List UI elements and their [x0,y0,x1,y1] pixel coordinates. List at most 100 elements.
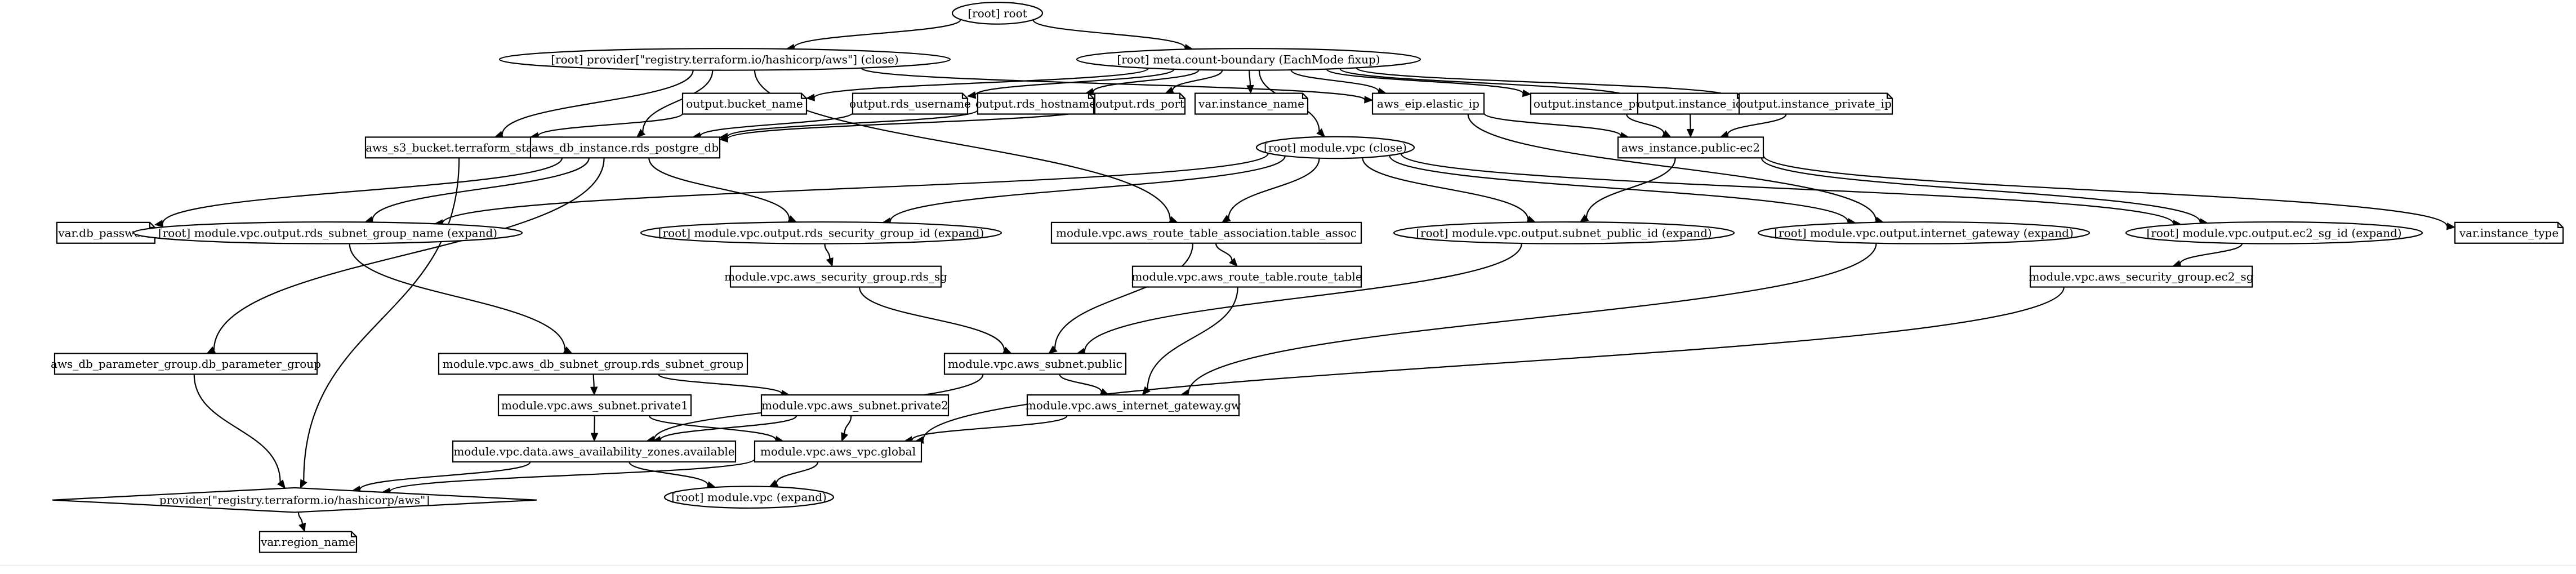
node-label-var-region: var.region_name [260,535,355,549]
edge-meta-to-out-rds-port [1172,70,1223,91]
node-label-subnet-public-id: [root] module.vpc.output.subnet_public_i… [1416,226,1712,239]
edge-db-subnet-group-to-private2 [658,373,783,394]
node-meta: [root] meta.count-boundary (EachMode fix… [1076,48,1421,71]
edge-rt-assoc-to-route-table [1215,243,1233,261]
node-shape-azs [452,440,737,463]
node-shape-vpc-global [754,440,922,463]
edge-s3-to-provider [303,158,460,481]
node-label-azs: module.vpc.data.aws_availability_zones.a… [453,445,734,459]
node-var-instance-type: var.instance_type [2454,221,2564,244]
node-ec2-sg: module.vpc.aws_security_group.ec2_sg [2029,265,2254,288]
node-subnet-public-id: [root] module.vpc.output.subnet_public_i… [1393,221,1735,244]
node-shape-root [951,2,1044,25]
node-label-igw: module.vpc.aws_internet_gateway.gw [1026,399,1241,412]
node-label-subnet-group-name: [root] module.vpc.output.rds_subnet_grou… [158,226,497,239]
arrowhead-db-subnet-group-to-private1 [590,386,598,396]
node-shape-vpc-expand [663,486,835,509]
node-label-out-private-ip: output.instance_private_ip [1740,97,1892,110]
edge-rds-to-var-db-password [162,158,563,224]
arrowhead-provider-close-to-eip [1364,96,1374,104]
node-shape-provider-close [498,48,951,71]
node-label-igw-out: [root] module.vpc.output.internet_gatewa… [1774,226,2074,239]
node-label-ec2-sg-id: [root] module.vpc.output.ec2_sg_id (expa… [2146,226,2401,239]
node-subnet-public: module.vpc.aws_subnet.public [943,353,1127,375]
node-vpc-close: [root] module.vpc (close) [1255,136,1415,159]
arrowhead-provider-to-var-region [298,522,306,532]
edge-vpc-close-to-rds-sg-id [889,155,1286,222]
edge-meta-to-var-instance-name [1249,70,1251,86]
edge-out-bucket-to-s3 [537,113,684,136]
node-label-rt-assoc: module.vpc.aws_route_table_association.t… [1056,226,1357,239]
edge-subnet-public-to-igw [1059,373,1102,393]
node-shape-rds [529,136,721,159]
node-eip: aws_eip.elastic_ip [1371,92,1485,115]
node-label-out-rds-port: output.rds_port [1095,97,1184,110]
edge-vpc-global-to-vpc-expand [776,461,819,483]
node-azs: module.vpc.data.aws_availability_zones.a… [452,440,737,463]
node-rds-sg-id: [root] module.vpc.output.rds_security_gr… [640,221,1002,244]
edge-ec2-sg-to-vpc-global [922,287,2065,440]
node-shape-ec2-sg [2029,265,2253,288]
node-label-out-rds-host: output.rds_hostname [975,97,1097,110]
edge-param-group-to-provider [193,374,281,482]
node-shape-out-rds-port [1094,92,1186,115]
arrowhead-vpc-close-to-rt-assoc [1221,215,1231,223]
edge-ec2-sg-id-to-ec2-sg [2180,243,2243,264]
node-shape-ec2-sg-id [2125,221,2423,244]
edge-vpc-global-to-provider [389,458,756,492]
edge-meta-to-out-instance-id [1339,68,1631,99]
node-label-provider-close: [root] provider["registry.terraform.io/h… [551,52,899,66]
edge-provider-close-to-eip [861,67,1366,100]
node-label-route-table: module.vpc.aws_route_table.route_table [1131,270,1362,283]
node-shape-rds-sg-id [640,221,1002,244]
arrowhead-rt-assoc-to-route-table [1229,257,1238,267]
node-param-group: aws_db_parameter_group.db_parameter_grou… [51,353,321,375]
node-shape-meta [1076,48,1421,71]
node-label-provider: provider["registry.terraform.io/hashicor… [159,493,430,507]
edge-azs-to-vpc-expand [629,461,708,486]
node-shape-igw [1026,394,1240,417]
edge-meta-to-out-rds-user [974,68,1175,96]
node-private1: module.vpc.aws_subnet.private1 [497,394,692,417]
arrowhead-private1-to-azs [590,433,599,442]
arrowhead-out-instance-id-to-ec2 [1686,128,1695,138]
node-shape-rds-sg [729,265,942,288]
edge-private2-to-vpc-global [844,415,852,434]
edge-azs-to-provider [359,461,531,490]
edge-out-public-ip-to-ec2 [1626,114,1665,134]
arrowhead-ec2-to-var-instance-type [2446,223,2456,230]
node-shape-igw-out [1757,221,2091,244]
edge-vpc-close-to-rt-assoc [1228,158,1320,219]
node-shape-vpc-close [1255,136,1415,159]
arrowhead-rt-assoc-to-subnet-public [1048,345,1058,354]
edge-rds-to-rds-sg-id [648,158,790,219]
node-label-rds: aws_db_instance.rds_postgre_db [532,141,719,154]
edge-meta-to-out-private-ip [1356,67,1732,98]
edge-rds-sg-to-subnet-public [859,287,1005,350]
edge-ec2-to-ec2-sg-id [1761,157,2201,223]
edge-rt-assoc-to-subnet-public [1054,243,1194,349]
arrowhead-out-rds-port-to-rds [719,135,729,143]
node-label-subnet-public: module.vpc.aws_subnet.public [948,357,1122,371]
node-igw-out: [root] module.vpc.output.internet_gatewa… [1757,221,2091,244]
node-shape-private2 [760,394,950,417]
node-out-instance-id: output.instance_id [1637,92,1744,115]
arrowhead-meta-to-out-rds-port [1164,86,1175,94]
arrowhead-meta-to-out-bucket [805,94,815,101]
node-shape-out-rds-host [977,92,1095,115]
node-label-root: [root] root [968,6,1027,20]
edge-vpc-close-to-subnet-group-name [442,153,1269,224]
arrowhead-subnet-public-to-igw [1099,388,1109,395]
node-label-eip: aws_eip.elastic_ip [1377,97,1479,110]
node-label-private2: module.vpc.aws_subnet.private2 [761,399,948,412]
node-var-instance-name: var.instance_name [1194,92,1309,115]
edge-meta-to-out-rds-host [1093,69,1200,92]
node-shape-out-bucket [681,92,808,115]
node-route-table: module.vpc.aws_route_table.route_table [1131,265,1362,288]
edge-provider-close-to-rt-assoc [754,70,1171,220]
edge-provider-to-var-region [297,512,303,524]
edge-meta-to-eip [1290,69,1379,92]
edge-provider-close-to-s3 [501,70,694,135]
edge-private2-to-azs [659,415,797,440]
